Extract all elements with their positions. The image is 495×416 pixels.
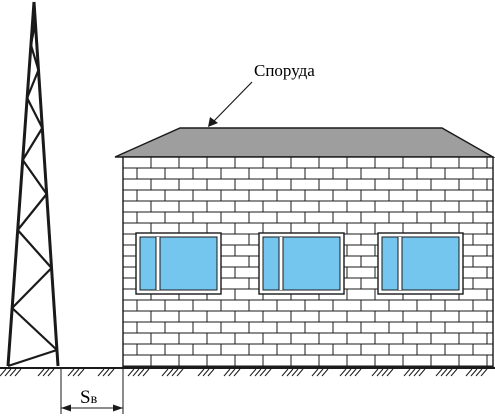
distance-label: Sв [80,387,98,408]
distance-label-sub: в [91,392,98,407]
structure-label: Споруда [254,61,315,80]
building-roof [114,127,495,158]
ground-hatching [0,368,488,377]
lattice-tower [6,1,60,368]
window-middle [258,232,345,295]
dimension-arrow-left [61,404,71,412]
window-left [135,232,222,295]
building [114,127,495,368]
window-right [377,232,464,295]
structure-leader-arrowhead [208,117,218,127]
dimension-arrow-right [113,404,123,412]
distance-label-main: S [80,387,91,408]
structure-leader-line [212,81,253,123]
distance-dimension [60,368,124,414]
